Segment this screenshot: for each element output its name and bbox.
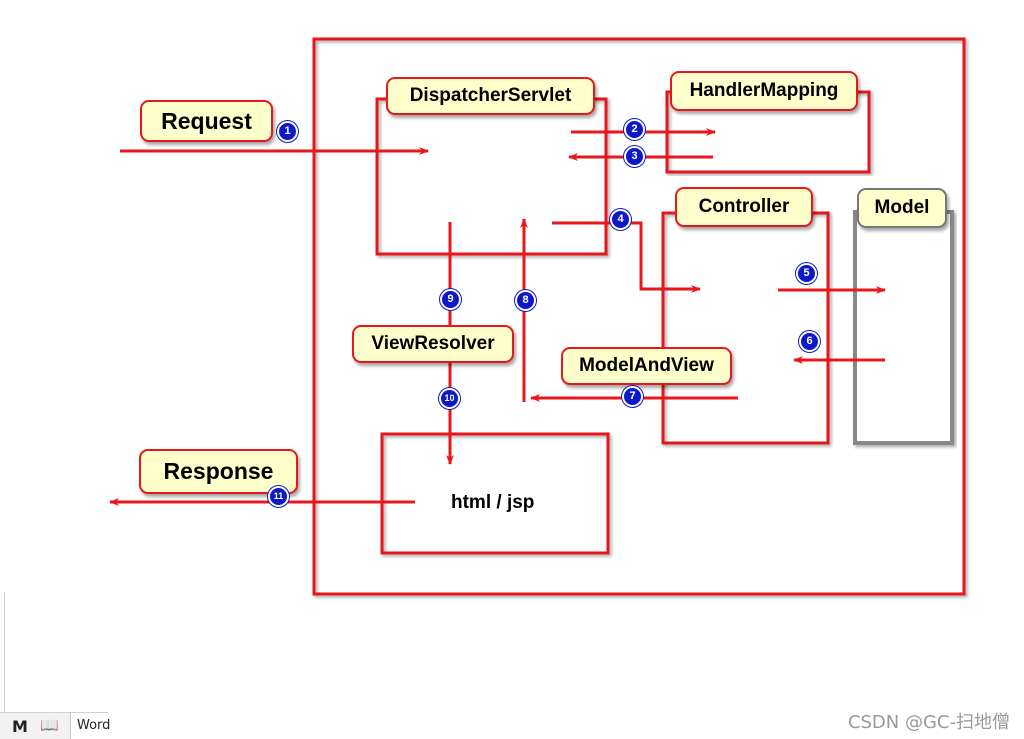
step-badge-1: 1 [277,121,298,142]
arrow-step-4 [552,221,701,293]
dispatcher-servlet-label: DispatcherServlet [386,77,595,115]
view-frame [380,432,610,555]
view-label: html / jsp [451,492,535,513]
view-resolver-label: ViewResolver [352,325,514,363]
word-tab[interactable]: Word [70,713,111,739]
controller-label: Controller [675,187,813,227]
outer-container-frame [312,37,966,596]
watermark-text: CSDN @GC-扫地僧 [847,712,1010,733]
controller-frame [661,211,830,445]
step-badge-11: 11 [268,486,289,507]
step-badge-7: 7 [622,386,643,407]
step-badge-10: 10 [439,388,460,409]
step-badge-2: 2 [624,119,645,140]
request-label: Request [140,100,273,142]
step-badge-5: 5 [796,263,817,284]
response-label: Response [139,449,298,494]
step-badge-9: 9 [440,289,461,310]
step-badge-6: 6 [799,331,820,352]
handler-mapping-label: HandlerMapping [670,71,858,111]
model-and-view-label: ModelAndView [561,347,732,385]
window-edge-divider [4,592,5,712]
step-badge-3: 3 [624,146,645,167]
taskbar-fragment: M 📖 Word [0,712,111,739]
dispatcher-servlet-frame [375,97,608,256]
step-badge-8: 8 [515,290,536,311]
step-badge-4: 4 [610,209,631,230]
model-frame [853,210,954,445]
word-tab-label: Word [77,718,111,733]
book-icon[interactable]: 📖 [40,716,59,734]
model-label: Model [857,188,947,228]
m-icon[interactable]: M [12,717,28,736]
